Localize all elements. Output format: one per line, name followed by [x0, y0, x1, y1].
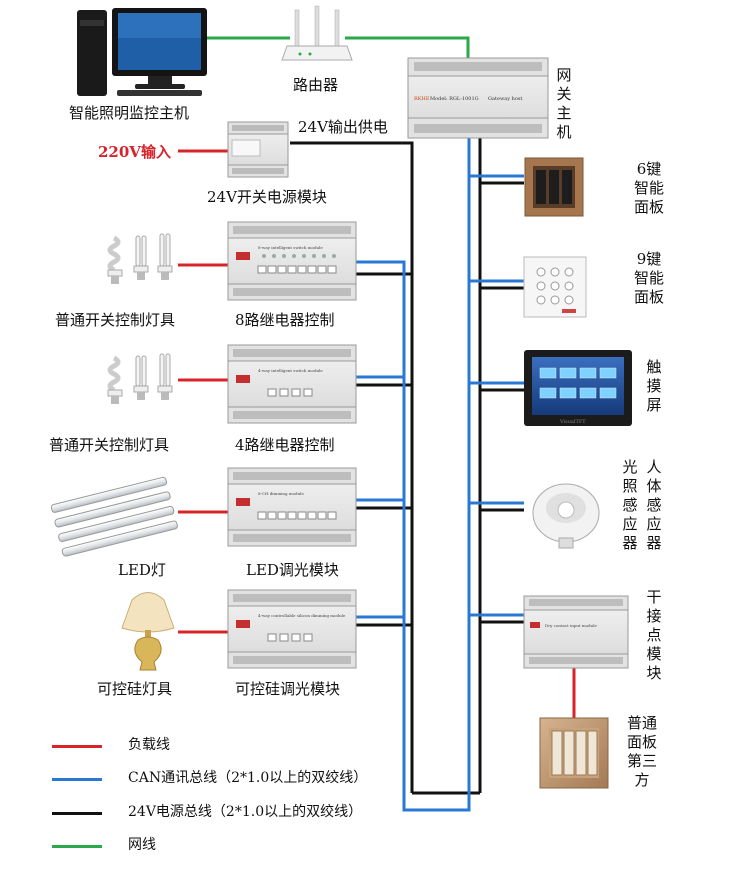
relay8-label: 8路继电器控制: [235, 311, 335, 329]
power-input-label: 220V输入: [98, 143, 171, 161]
load-wires: [178, 149, 576, 718]
legend-swatch-power: [52, 812, 102, 815]
cfl-bulbs-icon-1: [107, 233, 173, 284]
led-lamp-label: LED灯: [118, 561, 166, 579]
third-party-panel-icon: [539, 717, 609, 789]
gateway-model: Model: RGL-1001G: [430, 96, 479, 102]
nine-key-panel-icon: [523, 256, 587, 318]
relay4-module-name: 4-way intelligent switch module: [258, 368, 323, 373]
touch-label: 触摸屏: [646, 358, 662, 414]
legend-swatch-load: [52, 745, 102, 748]
legend-label-power: 24V电源总线（2*1.0以上的双绞线）: [128, 804, 363, 820]
touch-brand: VisualTFT: [559, 419, 586, 425]
network-wires: [205, 36, 470, 62]
host-label: 智能照明监控主机: [69, 104, 190, 122]
sensor-icon: [532, 483, 600, 549]
router-label: 路由器: [293, 76, 339, 94]
led-tube-lamps-icon: [50, 476, 178, 557]
cfl-bulbs-icon-2: [107, 353, 173, 404]
legend-swatch-can: [52, 778, 102, 781]
gateway-name: Gateway host: [488, 96, 522, 102]
lamp-normal-label-2: 普通开关控制灯具: [49, 436, 170, 454]
panel6-label: 6键智能面板: [633, 160, 664, 216]
touch-screen-icon: VisualTFT: [524, 350, 632, 426]
gateway-device-icon: RKHE Model: RGL-1001G Gateway host: [407, 57, 549, 139]
lamp-normal-label-1: 普通开关控制灯具: [55, 311, 176, 329]
scr-module-name: 4-way controllable silicon dimming modul…: [258, 613, 346, 618]
dry-contact-label: 干接点模块: [646, 588, 662, 682]
scr-dimmer-label: 可控硅调光模块: [235, 680, 341, 698]
power-bus-wires: [290, 135, 524, 795]
legend-label-load: 负载线: [128, 737, 170, 753]
scr-dimmer-module-icon: 4-way controllable silicon dimming modul…: [227, 589, 357, 669]
gateway-label: 网关主机: [556, 66, 572, 141]
body-sensor-label: 人体感应器: [646, 458, 662, 552]
power-module-label: 24V开关电源模块: [207, 188, 327, 206]
table-lamp-icon: [121, 592, 175, 671]
six-key-panel-icon: [524, 157, 584, 217]
legend-label-network: 网线: [128, 837, 156, 853]
legend-label-can: CAN通讯总线（2*1.0以上的双绞线）: [128, 770, 368, 786]
led-dimmer-module-icon: 8-CH dimming module: [227, 467, 357, 547]
legend-swatch-network: [52, 845, 102, 848]
relay4-module-icon: 4-way intelligent switch module: [227, 344, 357, 424]
scr-lamp-label: 可控硅灯具: [97, 680, 173, 698]
power-output-label: 24V输出供电: [298, 118, 388, 136]
led-module-name: 8-CH dimming module: [258, 491, 304, 496]
gateway-brand: RKHE: [414, 96, 430, 102]
panel9-label: 9键智能面板: [633, 250, 664, 306]
relay4-label: 4路继电器控制: [235, 436, 335, 454]
router-icon: [281, 5, 353, 61]
host-computer-icon: [77, 8, 207, 96]
light-sensor-label: 光照感应器: [622, 458, 638, 552]
dry-contact-module-icon: Dry contact input module: [523, 595, 629, 669]
third-party-panel-label: 普通面板第三方: [626, 714, 657, 789]
power-module-icon: [227, 121, 289, 178]
led-dimmer-label: LED调光模块: [246, 561, 339, 579]
relay8-module-name: 8-way intelligent switch module: [258, 245, 323, 250]
relay8-module-icon: 8-way intelligent switch module: [227, 221, 357, 301]
can-bus-wires: [355, 135, 524, 812]
dry-contact-module-name: Dry contact input module: [545, 623, 597, 628]
